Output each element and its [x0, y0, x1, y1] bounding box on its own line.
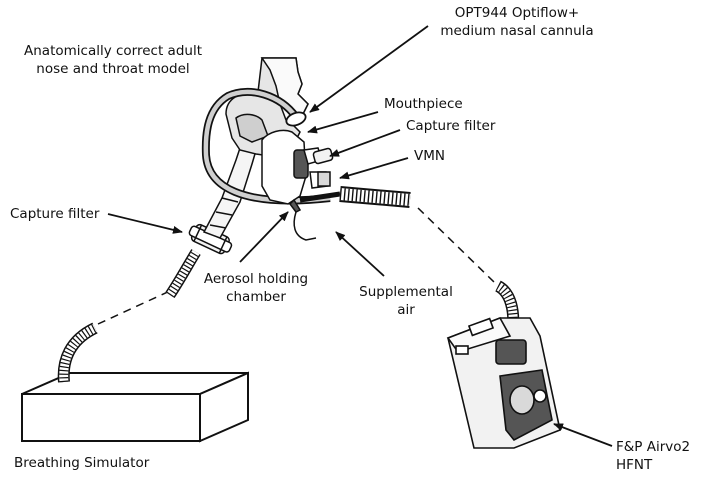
mouthpiece-label: Mouthpiece	[384, 96, 463, 112]
aerosol-chamber-label: Aerosol holding chamber	[196, 270, 316, 306]
supplemental-air-hose	[299, 186, 411, 208]
aerosol-holding-chamber-device	[261, 129, 334, 241]
dashed-connection-right	[417, 207, 495, 283]
airvo2-device	[446, 317, 561, 449]
nasal-cannula-label-line2: medium nasal cannula	[440, 23, 594, 39]
arrow-supplemental-air	[335, 231, 385, 277]
aerosol-chamber-label-line1: Aerosol holding	[203, 271, 309, 287]
supplemental-air-label: Supplemental air	[350, 283, 462, 319]
nasal-cannula-tubing	[201, 87, 331, 205]
supplemental-air-label-line1: Supplemental	[359, 284, 453, 300]
capture-filter-left-label: Capture filter	[10, 206, 100, 222]
aerosol-chamber-label-line2: chamber	[226, 289, 286, 305]
nose-model-label-line2: nose and throat model	[36, 61, 190, 77]
arrow-nasal-cannula	[309, 25, 429, 113]
filter-hose	[165, 249, 201, 299]
dashed-connection-left	[97, 289, 173, 325]
annotation-arrows	[107, 25, 613, 447]
vmn-label: VMN	[414, 148, 445, 164]
airvo-label: F&P Airvo2 HFNT	[616, 438, 690, 474]
breathing-simulator-box	[21, 371, 249, 443]
arrow-mouthpiece	[307, 111, 379, 134]
capture-filter-top-label: Capture filter	[406, 118, 496, 134]
supplemental-air-label-line2: air	[397, 302, 415, 318]
nose-model-label: Anatomically correct adult nose and thro…	[2, 42, 224, 78]
nasal-cannula-label: OPT944 Optiflow+ medium nasal cannula	[412, 4, 622, 40]
arrow-capture-filter-left	[107, 213, 183, 234]
simulator-hose	[57, 322, 98, 383]
capture-filter-left-device	[188, 223, 233, 255]
airvo-label-line1: F&P Airvo2	[616, 439, 691, 455]
arrow-capture-filter-top	[329, 129, 401, 157]
arrow-airvo	[553, 423, 613, 447]
airvo-label-line2: HFNT	[616, 457, 653, 473]
breathing-simulator-label: Breathing Simulator	[14, 455, 150, 471]
nasal-cannula-label-line1: OPT944 Optiflow+	[454, 5, 580, 21]
arrow-aerosol-chamber	[239, 211, 289, 263]
arrow-vmn	[339, 157, 409, 180]
nose-model-label-line1: Anatomically correct adult	[24, 43, 202, 59]
